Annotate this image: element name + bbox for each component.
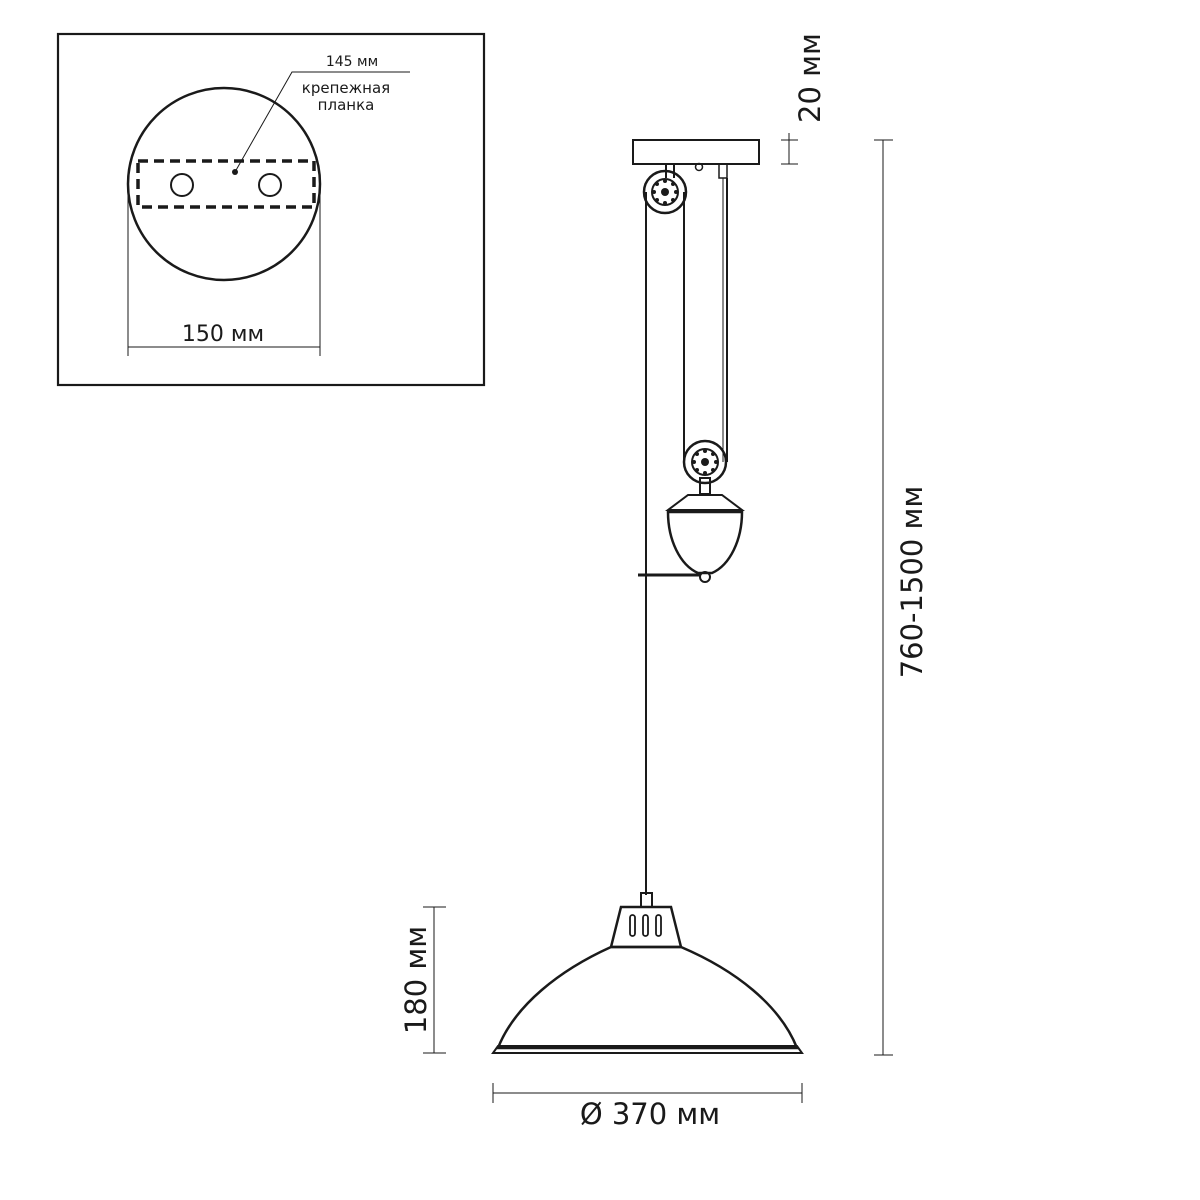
total-height-dimension: 760-1500 мм: [874, 139, 929, 1056]
mounting-bracket: [136, 159, 316, 209]
shade-neck: [609, 905, 683, 949]
lower-pulley-outer: [682, 439, 728, 485]
ceiling-canopy: [632, 139, 760, 165]
upper-pulley-axle: [661, 188, 669, 196]
shade-dome: [496, 945, 799, 1050]
lower-pulley-bearings: [692, 449, 718, 475]
lower-pulley-axle: [701, 458, 709, 466]
base-plate-inset: 145 мм крепежная планка 150 мм: [56, 32, 486, 387]
mounting-hole-right: [258, 173, 282, 197]
bracket-leader-line: [234, 71, 410, 173]
inset-frame: [56, 32, 486, 387]
counterweight-body: [666, 510, 744, 575]
upper-pulley-outer: [642, 169, 688, 215]
bracket-name-line2: планка: [318, 96, 375, 114]
shade-neck-vents: [629, 914, 662, 937]
counterweight-finial: [699, 571, 711, 583]
counterweight-stem: [699, 477, 711, 495]
bracket-name-line1: крепежная: [302, 79, 390, 97]
shade-height-label: 180 мм: [399, 926, 433, 1034]
bracket-width-label: 145 мм: [326, 54, 378, 70]
canopy-height-dimension: 20 мм: [781, 33, 827, 165]
base-plate-circle: [126, 86, 322, 282]
mounting-hole-left: [170, 173, 194, 197]
cord-anchor: [718, 163, 728, 179]
upper-pulley-bearings: [652, 179, 678, 205]
shade-diameter-label: Ø 370 мм: [580, 1097, 720, 1131]
counterweight-cap: [665, 494, 745, 511]
total-height-label: 760-1500 мм: [895, 486, 929, 679]
shade-rim: [491, 1045, 804, 1054]
canopy-height-label: 20 мм: [793, 33, 827, 123]
pendant-lamp: [491, 139, 804, 1054]
base-diameter-label: 150 мм: [182, 322, 264, 347]
shade-diameter-dimension: Ø 370 мм: [492, 1083, 803, 1131]
canopy-hook: [694, 162, 704, 172]
shade-connector: [640, 892, 653, 908]
shade-height-dimension: 180 мм: [399, 906, 446, 1054]
